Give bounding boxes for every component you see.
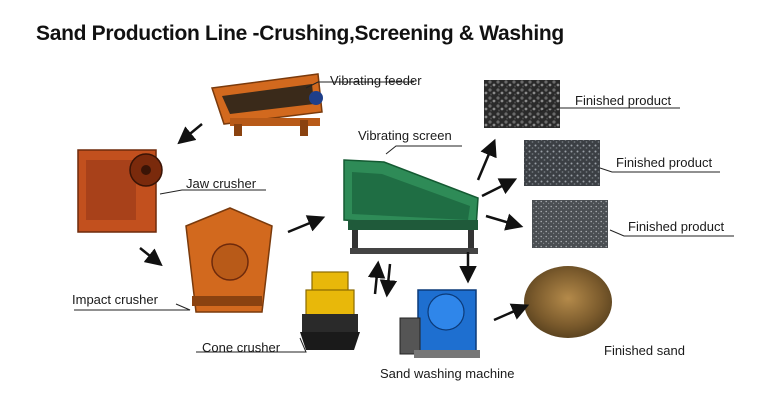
- arrow-washer-to-sand: [493, 303, 530, 322]
- finished-product-label-2: Finished product: [616, 155, 713, 170]
- sand-washing-machine-label: Sand washing machine: [380, 366, 515, 381]
- cone-crusher-label: Cone crusher: [202, 340, 281, 355]
- impact-crusher-machine: [185, 207, 273, 313]
- arrow-cone-to-screen: [367, 260, 386, 295]
- finished-product-label-3: Finished product: [628, 219, 725, 234]
- arrow-impact-to-screen: [287, 215, 326, 234]
- finished-product-sample-1: [484, 80, 560, 128]
- flow-arrows: [139, 123, 530, 322]
- finished-product-label-1: Finished product: [575, 93, 672, 108]
- finished-sand-label: Finished sand: [604, 343, 685, 358]
- cone-crusher-machine: [300, 271, 360, 350]
- finished-product-sample-2: [524, 140, 600, 186]
- vibrating-screen-machine: [343, 159, 479, 254]
- impact-crusher-label: Impact crusher: [72, 292, 158, 307]
- vibrating-screen-label: Vibrating screen: [358, 128, 452, 143]
- label-leader-lines: [74, 81, 734, 353]
- vibrating-feeder-label: Vibrating feeder: [330, 73, 422, 88]
- arrow-screen-to-cone: [379, 263, 398, 298]
- jaw-crusher-machine: [77, 149, 163, 233]
- page-title: Sand Production Line -Crushing,Screening…: [36, 22, 564, 45]
- arrow-feeder-to-jaw: [177, 123, 203, 145]
- arrow-jaw-to-impact: [139, 247, 163, 267]
- jaw-crusher-label: Jaw crusher: [186, 176, 257, 191]
- arrow-screen-to-product-2: [481, 178, 518, 198]
- finished-sand-sample: [524, 266, 612, 338]
- vibrating-feeder-machine: [211, 73, 323, 136]
- finished-product-sample-3: [532, 200, 608, 248]
- sand-washing-machine: [399, 289, 480, 358]
- arrow-screen-to-product-1: [476, 138, 497, 181]
- arrow-screen-to-product-3: [485, 213, 524, 231]
